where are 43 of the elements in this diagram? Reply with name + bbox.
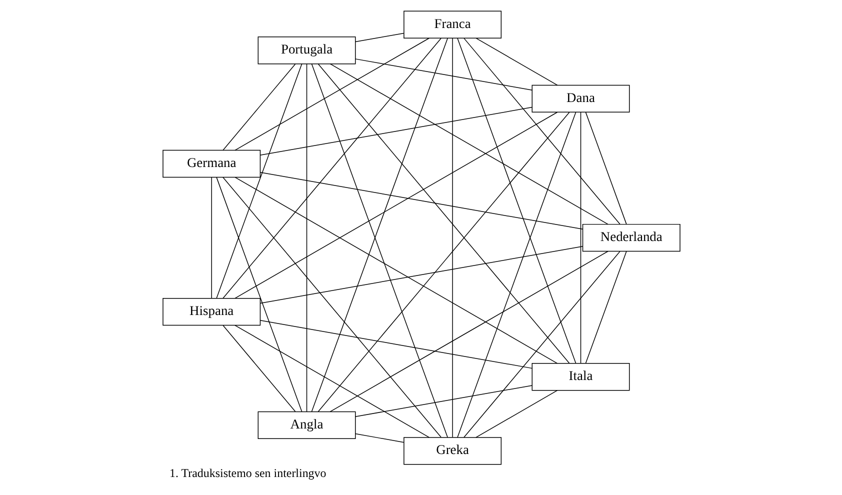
connector: [463, 38, 620, 224]
connector: [259, 246, 582, 304]
connector: [354, 32, 404, 42]
caption: 1. Traduksistemo sen interlingvo: [169, 466, 326, 480]
connector: [584, 251, 626, 364]
connector: [234, 324, 430, 438]
connector: [222, 176, 441, 438]
connector: [475, 390, 558, 438]
connector: [259, 106, 532, 156]
node-box: Germana: [162, 150, 260, 178]
node-box: Hispana: [162, 298, 260, 326]
connector: [216, 64, 302, 298]
connector: [463, 251, 620, 438]
connector: [222, 325, 296, 412]
connector: [584, 112, 626, 225]
node-box: Angla: [257, 411, 356, 440]
connector: [354, 385, 532, 417]
connector: [234, 112, 558, 299]
connector: [306, 64, 307, 412]
node-box: Portugala: [257, 36, 356, 64]
connector: [222, 64, 296, 150]
connector: [222, 38, 441, 299]
connector: [216, 176, 302, 412]
node-box: Dana: [531, 84, 630, 112]
connector: [234, 38, 430, 151]
connector: [234, 176, 558, 364]
connector: [317, 64, 570, 364]
connector: [456, 112, 576, 438]
connector: [329, 250, 608, 412]
connector: [317, 112, 570, 412]
node-box: Itala: [531, 363, 630, 391]
node-box: Greka: [403, 437, 502, 465]
connector: [475, 38, 558, 86]
connector: [456, 38, 576, 364]
connector: [580, 112, 581, 364]
connector: [259, 320, 532, 369]
connector: [329, 63, 608, 225]
connector: [354, 58, 532, 90]
node-box: Nederlanda: [582, 224, 680, 252]
node-box: Franca: [403, 10, 502, 38]
connector: [354, 433, 404, 443]
connector: [210, 177, 212, 298]
connector: [259, 172, 582, 230]
